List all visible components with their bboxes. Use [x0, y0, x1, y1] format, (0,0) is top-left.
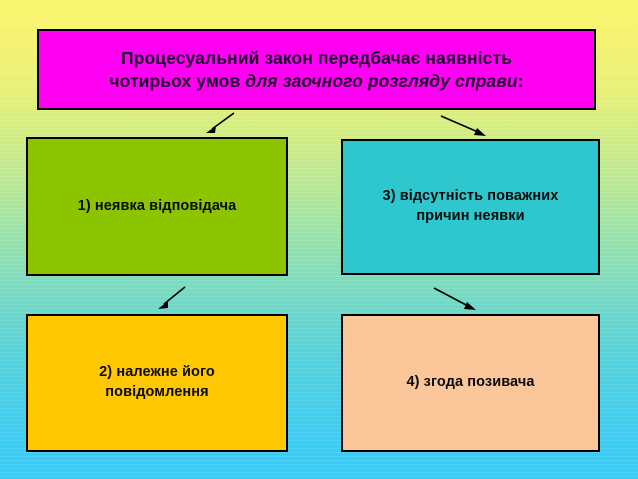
arrow-condition-1-to-condition-2-shaft	[163, 286, 186, 305]
arrow-condition-3-to-condition-4-shaft	[433, 287, 469, 307]
arrow-condition-3-to-condition-4-head	[464, 302, 476, 310]
title-line-2-plain-start: чотирьох умов	[109, 70, 246, 91]
condition-box-2: 2) належне його повідомлення	[26, 314, 288, 452]
arrow-title-to-condition-3-shaft	[440, 115, 479, 133]
condition-box-3: 3) відсутність поважних причин неявки	[341, 139, 600, 275]
title-box: Процесуальний закон передбачає наявність…	[37, 29, 596, 110]
title-line-2-plain-end: :	[517, 70, 524, 91]
condition-box-3-label: 3) відсутність поважних причин неявки	[382, 188, 559, 224]
title-line-2-italic: для заочного розгляду справи	[245, 70, 518, 91]
arrow-title-to-condition-3-head	[474, 128, 486, 136]
arrow-title-to-condition-1	[206, 112, 235, 133]
condition-box-1: 1) неявка відповідача	[26, 137, 288, 276]
title-line-2: чотирьох умов для заочного розгляду спра…	[109, 70, 523, 92]
condition-box-2-label: 2) належне його повідомлення	[99, 364, 215, 400]
arrow-title-to-condition-1-head	[206, 126, 216, 133]
arrow-condition-3-to-condition-4	[433, 287, 476, 310]
arrow-title-to-condition-3	[440, 115, 486, 136]
arrow-condition-1-to-condition-2-head	[158, 301, 168, 309]
arrow-title-to-condition-1-shaft	[211, 112, 235, 130]
condition-box-4-label: 4) згода позивача	[406, 374, 535, 391]
condition-box-1-label: 1) неявка відповідача	[77, 197, 237, 214]
arrow-condition-1-to-condition-2	[158, 286, 186, 309]
title-line-1: Процесуальний закон передбачає наявність	[121, 48, 512, 69]
condition-box-4: 4) згода позивача	[341, 314, 600, 452]
